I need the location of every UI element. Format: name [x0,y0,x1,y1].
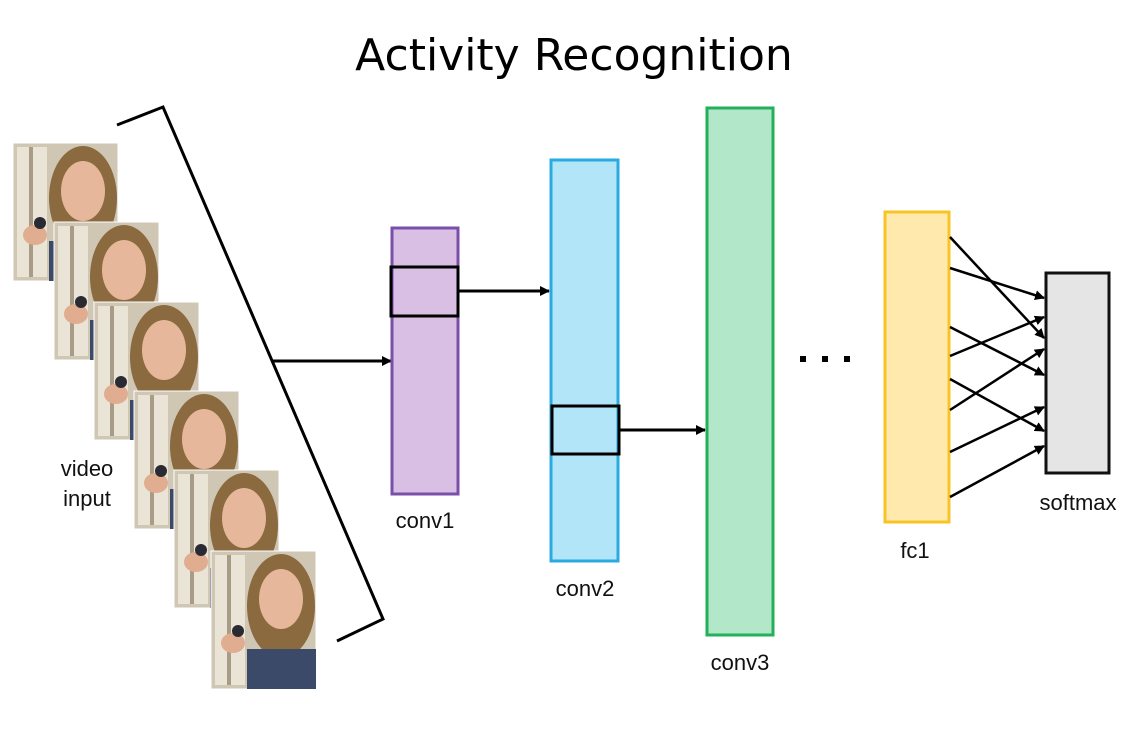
conv1-layer [390,226,460,496]
conv2-layer [549,158,620,563]
conv3-layer [705,106,775,637]
video-frames [12,142,317,690]
video-input-label-line2: input [63,486,111,511]
conv2-label: conv2 [556,576,615,601]
video-input-label-line1: video [61,456,114,481]
frames-bracket [116,105,385,643]
softmax-label: softmax [1039,490,1116,515]
ellipsis-dots [800,356,850,362]
conv3-label: conv3 [711,650,770,675]
softmax-layer [1044,271,1111,475]
fc1-to-softmax-connections [949,236,1045,499]
fc1-label: fc1 [900,538,929,563]
conv1-label: conv1 [396,508,455,533]
diagram-title: Activity Recognition [355,30,793,81]
fc1-layer [883,210,951,524]
video-frame [210,550,317,690]
